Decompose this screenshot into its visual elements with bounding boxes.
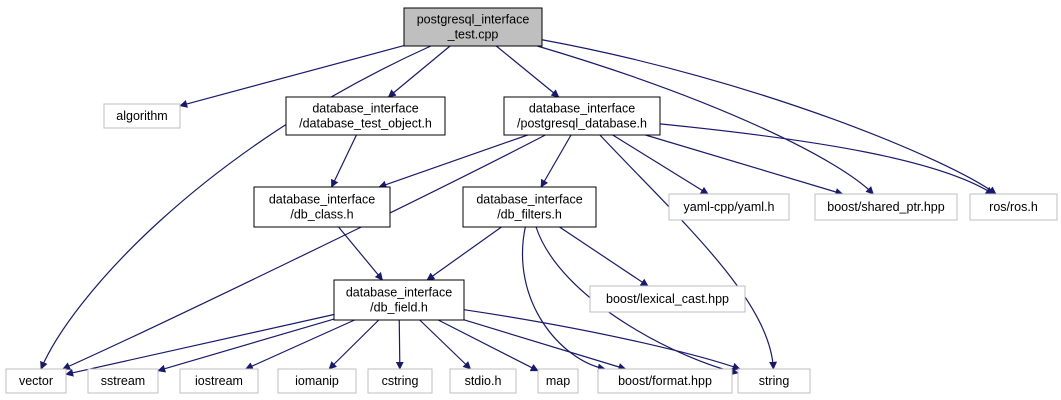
edges-layer [40,39,997,377]
node-format: boost/format.hpp [597,368,733,394]
node-label-vector: vector [19,374,53,388]
node-label-dto: /database_test_object.h [299,117,432,131]
node-label-dbfield: /db_field.h [370,301,428,315]
edge-root-to-dto [387,45,451,98]
edge-pgdb-to-ros [659,123,994,195]
node-sstream: sstream [87,368,159,394]
edge-dbfilters-to-dbfield [426,226,502,281]
edge-dbfilters-to-lexical [559,226,649,287]
node-box-root [403,7,543,47]
node-box-dbfield [333,279,465,321]
node-label-string: string [759,374,790,388]
edge-dbfield-to-iomanip [328,319,380,370]
edge-root-to-pgdb [495,45,560,98]
edge-root-to-algorithm [179,44,405,108]
edge-pgdb-to-string [599,134,778,370]
node-label-sharedptr: boost/shared_ptr.hpp [827,200,944,214]
node-label-dbfield: database_interface [346,286,452,300]
node-label-pgdb: database_interface [529,102,635,116]
node-dbfield[interactable]: database_interface/db_field.h [333,279,465,321]
node-box-dbclass [253,186,391,228]
node-stdio: stdio.h [449,368,517,394]
node-box-dbfilters [462,186,597,228]
node-box-dto [285,96,446,136]
node-label-sstream: sstream [101,374,145,388]
edge-pgdb-to-sharedptr [645,134,844,196]
node-dto[interactable]: database_interface/database_test_object.… [285,96,446,136]
node-box-format [597,368,733,394]
node-label-dbfilters: /db_filters.h [497,208,562,222]
node-box-map [537,368,579,394]
node-label-ros: ros/ros.h [989,200,1038,214]
node-cstring: cstring [367,368,433,394]
node-box-yaml [668,193,790,221]
node-vector: vector [5,368,67,394]
nodes-layer: postgresql_interface_test.cpp algorithm da… [5,7,1058,394]
edge-pgdb-to-yaml [612,134,709,195]
node-label-map: map [546,374,570,388]
node-ros: ros/ros.h [969,193,1058,221]
edge-root-to-sharedptr [537,45,874,195]
node-label-dto: database_interface [312,102,418,116]
node-dbfilters[interactable]: database_interface/db_filters.h [462,186,597,228]
node-label-iomanip: iomanip [295,374,339,388]
node-root[interactable]: postgresql_interface_test.cpp [403,7,543,47]
node-box-vector [5,368,67,394]
node-iostream: iostream [179,368,259,394]
edge-pgdb-to-dbclass [378,134,528,189]
edge-dbfield-to-vector [65,313,335,377]
node-box-iostream [179,368,259,394]
node-box-string [737,368,811,394]
edge-dbfield-to-map [437,319,539,372]
node-sharedptr: boost/shared_ptr.hpp [814,193,958,221]
edge-dbfilters-to-format [521,226,606,372]
edge-dbfield-to-iostream [244,319,355,370]
node-box-lexical [589,285,746,313]
edge-root-to-ros [541,39,997,195]
node-label-iostream: iostream [195,374,243,388]
edge-dbclass-to-dbfield [338,226,383,281]
node-label-dbfilters: database_interface [476,193,582,207]
node-label-stdio: stdio.h [465,374,502,388]
node-box-iomanip [277,368,357,394]
node-algorithm: algorithm [103,103,181,129]
edge-dbfield-to-string [463,309,741,371]
edge-pgdb-to-vector [62,134,546,370]
node-box-stdio [449,368,517,394]
node-box-cstring [367,368,433,394]
node-label-format: boost/format.hpp [618,374,712,388]
edge-dbfield-to-format [463,319,627,371]
node-label-yaml: yaml-cpp/yaml.h [684,200,775,214]
node-label-dbclass: /db_class.h [290,208,353,222]
node-label-root: postgresql_interface [417,13,530,27]
edge-dbfield-to-sstream [157,318,335,373]
node-pgdb[interactable]: database_interface/postgresql_database.h [503,96,661,136]
node-label-root: _test.cpp [447,28,499,42]
node-box-pgdb [503,96,661,136]
edge-dbfield-to-cstring [395,319,404,370]
node-lexical: boost/lexical_cast.hpp [589,285,746,313]
node-label-dbclass: database_interface [269,193,375,207]
edge-dbfilters-to-string [535,226,739,376]
edge-dto-to-dbclass [331,134,357,188]
node-string: string [737,368,811,394]
node-label-lexical: boost/lexical_cast.hpp [606,292,729,306]
node-map: map [537,368,579,394]
node-box-sharedptr [814,193,958,221]
edge-root-to-vector [40,45,432,370]
node-label-algorithm: algorithm [116,109,167,123]
node-label-pgdb: /postgresql_database.h [517,117,647,131]
node-box-sstream [87,368,159,394]
node-dbclass[interactable]: database_interface/db_class.h [253,186,391,228]
edge-dbfield-to-stdio [419,319,472,370]
node-iomanip: iomanip [277,368,357,394]
node-label-cstring: cstring [382,374,419,388]
node-box-algorithm [103,103,181,129]
node-yaml: yaml-cpp/yaml.h [668,193,790,221]
node-box-ros [969,193,1058,221]
edge-pgdb-to-dbfilters [540,134,572,188]
